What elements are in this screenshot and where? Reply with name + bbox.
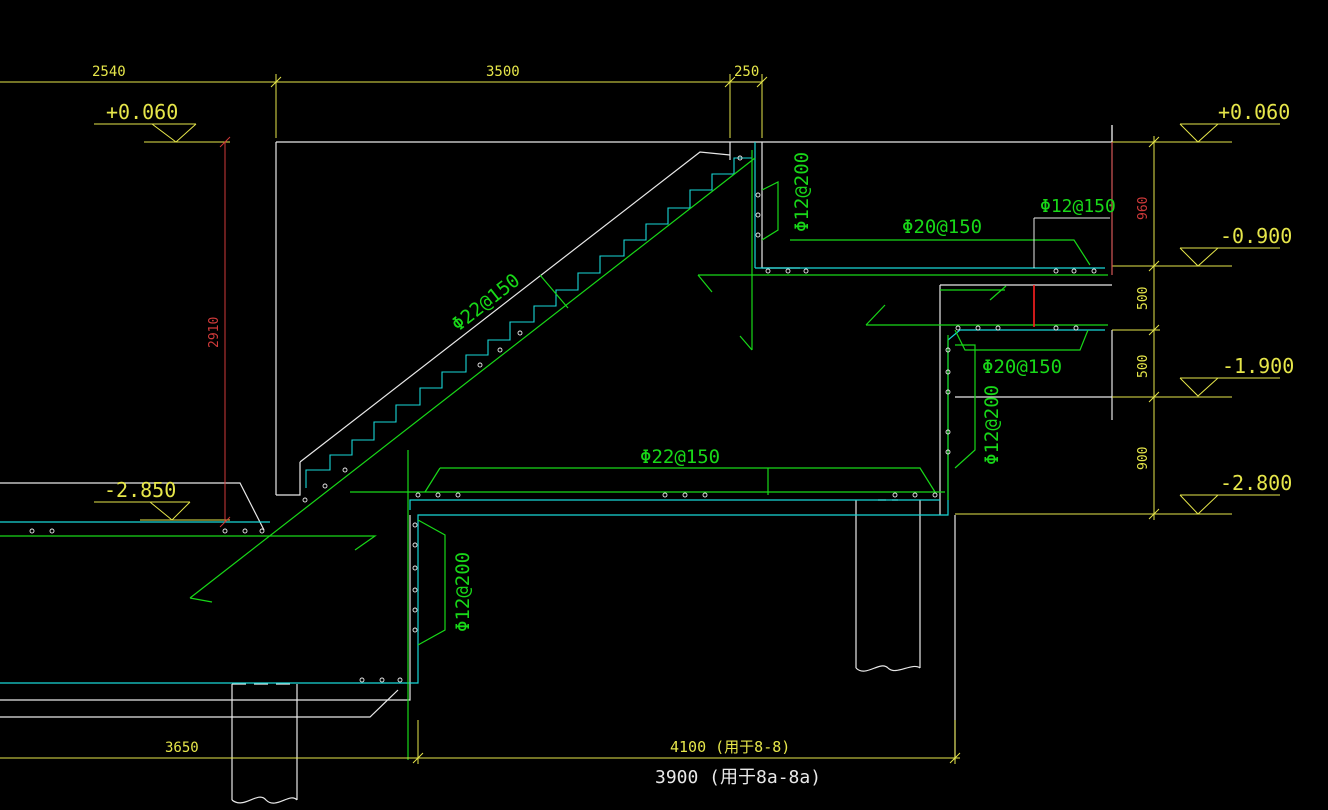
label-bottom-slab-rebar: Φ22@150 xyxy=(640,446,720,468)
dim-top-3500: 3500 xyxy=(486,64,520,80)
label-leaders xyxy=(1033,217,1110,268)
elevation-left-top: +0.060 xyxy=(106,100,178,124)
dimension-lines xyxy=(0,74,1280,764)
label-lower-wall-rebar: Φ12@200 xyxy=(452,552,474,632)
elevation-right-2: -0.900 xyxy=(1220,224,1292,248)
dim-top-2540: 2540 xyxy=(92,64,126,80)
elevation-right-4: -2.800 xyxy=(1220,471,1292,495)
dim-bottom-3900: 3900 (用于8a-8a) xyxy=(655,767,821,788)
label-upper-slab-rebar: Φ20@150 xyxy=(902,216,982,238)
stair-steps xyxy=(305,157,752,488)
slab-cover-lines xyxy=(0,142,1105,684)
dim-vertical-500-a: 500 xyxy=(1136,287,1151,310)
elevation-right-3: -1.900 xyxy=(1222,354,1294,378)
dim-vertical-900: 900 xyxy=(1136,447,1151,470)
dim-vertical-500-b: 500 xyxy=(1136,355,1151,378)
rebar-dots xyxy=(29,155,1097,683)
dim-bottom-4100: 4100 (用于8-8) xyxy=(670,738,790,756)
elevation-left-bottom: -2.850 xyxy=(104,478,176,502)
dim-vertical-2910: 2910 xyxy=(207,317,222,348)
label-right-wall-rebar: Φ12@200 xyxy=(981,385,1003,465)
elevation-right-1: +0.060 xyxy=(1218,100,1290,124)
dim-bottom-3650: 3650 xyxy=(165,740,199,756)
label-upper-slab-end-rebar: Φ12@150 xyxy=(1040,196,1116,217)
red-dimension-line xyxy=(219,136,1113,528)
label-stair-rebar: Φ22@150 xyxy=(448,269,525,336)
label-mid-slab-rebar: Φ20@150 xyxy=(982,356,1062,378)
label-upper-wall-rebar: Φ12@200 xyxy=(791,152,813,232)
dim-top-250: 250 xyxy=(734,64,759,80)
dim-vertical-960: 960 xyxy=(1136,197,1151,220)
concrete-outline xyxy=(0,125,1113,804)
rebar-lines xyxy=(0,150,1108,760)
